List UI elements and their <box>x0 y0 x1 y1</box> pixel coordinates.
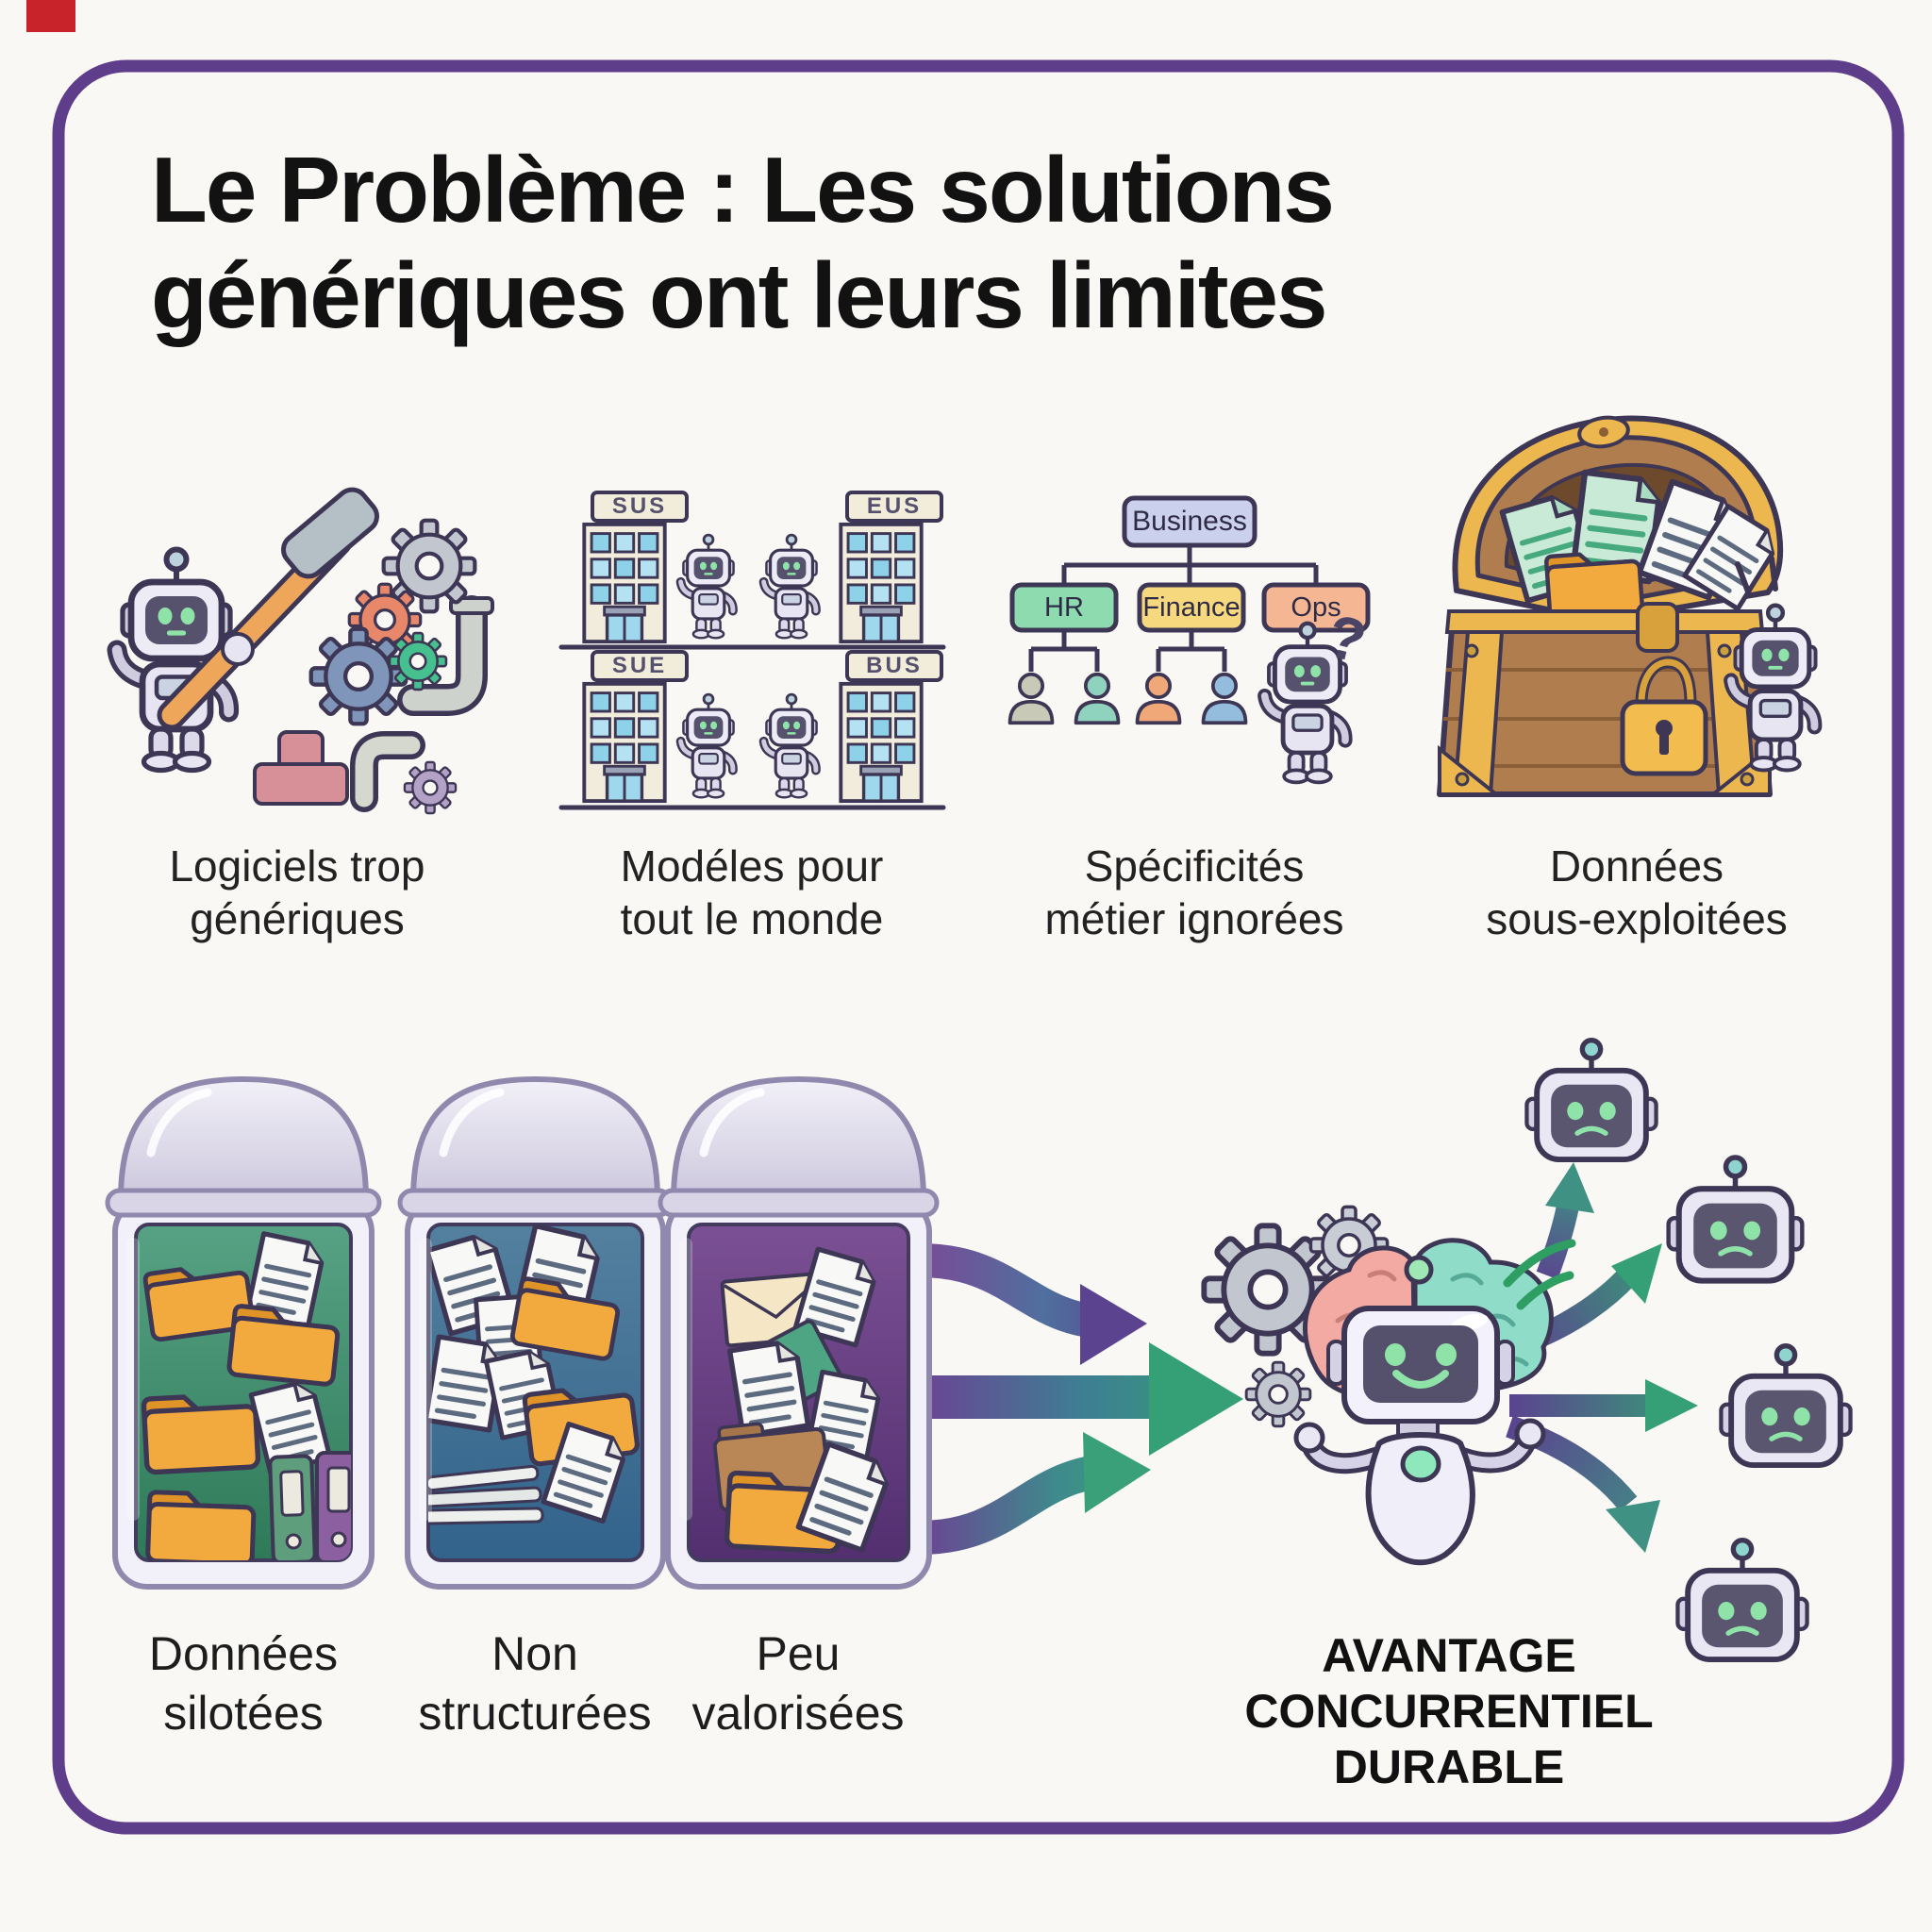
caption-line: Données <box>1549 841 1724 891</box>
person-icon <box>1074 672 1121 725</box>
page-title-line2: génériques ont leurs limites <box>151 242 1328 347</box>
caption-line: Peu <box>756 1627 841 1680</box>
person-icon <box>1008 672 1055 725</box>
caption-line: tout le monde <box>620 894 884 944</box>
corner-red-mark <box>26 0 75 32</box>
silo-caption-structurees: Non structurées <box>375 1624 695 1743</box>
robot-icon <box>681 535 734 638</box>
padlock-icon <box>1620 602 1708 776</box>
silo-contents-icon <box>428 1225 639 1525</box>
pipes-icon <box>253 595 494 812</box>
silo-caption-valorisees: Peu valorisées <box>638 1624 958 1743</box>
robot-icon <box>764 535 817 638</box>
central-ai-robot-illustration <box>1204 1162 1698 1566</box>
caption-modeles: Modéles pour tout le monde <box>535 840 969 945</box>
building-icon <box>839 522 924 644</box>
signal-waves-icon <box>1503 1239 1576 1310</box>
caption-line: Logiciels trop <box>169 841 425 891</box>
org-node-business: Business <box>1132 506 1247 537</box>
building-icon <box>582 522 667 644</box>
broadcast-arrows <box>1506 1162 1698 1553</box>
caption-line: structurées <box>418 1687 652 1740</box>
silo-non-structurees <box>397 1075 674 1590</box>
org-node-ops: Ops <box>1291 592 1341 623</box>
outcome-line: DURABLE <box>1333 1740 1565 1793</box>
building-sign-label: SUE <box>611 653 668 678</box>
robot-icon <box>764 694 817 797</box>
flow-arrows <box>919 1243 1243 1555</box>
one-size-models-illustration <box>558 491 946 810</box>
generic-software-illustration <box>117 487 494 815</box>
building-icon <box>582 681 667 804</box>
building-sign-label: EUS <box>866 493 923 519</box>
surprise-marks-icon <box>1735 556 1778 597</box>
org-chart-illustration <box>1008 495 1371 782</box>
page-title: Le Problème : Les solutions génériques o… <box>151 138 1335 348</box>
caption-line: Non <box>491 1627 578 1680</box>
page-title-line1: Le Problème : Les solutions <box>151 138 1335 242</box>
org-node-finance: Finance <box>1142 592 1241 623</box>
caption-donnees: Données sous-exploitées <box>1420 840 1854 945</box>
org-node-hr: HR <box>1044 592 1084 623</box>
ai-robot-icon <box>1293 1306 1546 1566</box>
caption-specificites: Spécificités métier ignorées <box>977 840 1411 945</box>
caption-line: sous-exploitées <box>1486 894 1788 944</box>
building-sign-label: SUS <box>611 493 668 519</box>
outcome-line: AVANTAGE <box>1322 1629 1576 1682</box>
silo-contents-icon <box>712 1249 892 1552</box>
caption-line: valorisées <box>691 1687 905 1740</box>
outcome-label: AVANTAGE CONCURRENTIEL DURABLE <box>1182 1628 1716 1795</box>
hammer-icon <box>157 487 379 730</box>
silo-caption-silotees: Données silotées <box>83 1624 404 1743</box>
caption-line: Modéles pour <box>620 841 884 891</box>
caption-line: Spécificités <box>1084 841 1305 891</box>
outcome-line: CONCURRENTIEL <box>1244 1685 1654 1738</box>
person-icon <box>1201 672 1248 725</box>
caption-line: métier ignorées <box>1044 894 1344 944</box>
building-icon <box>839 681 924 804</box>
caption-line: silotées <box>163 1687 324 1740</box>
caption-line: Données <box>148 1627 339 1680</box>
silo-peu-valorisees <box>658 1075 940 1590</box>
treasure-chest-illustration <box>1437 415 1816 797</box>
person-icon <box>1135 672 1182 725</box>
clone-robot-icons <box>1526 1041 1850 1659</box>
caption-logiciels: Logiciels trop génériques <box>80 840 514 945</box>
caption-line: génériques <box>190 894 405 944</box>
robot-icon <box>681 694 734 797</box>
silo-contents-icon <box>143 1234 351 1560</box>
frame-border <box>52 59 1905 1835</box>
building-sign-label: BUS <box>866 653 923 678</box>
silo-donnees-silotees <box>105 1075 382 1590</box>
